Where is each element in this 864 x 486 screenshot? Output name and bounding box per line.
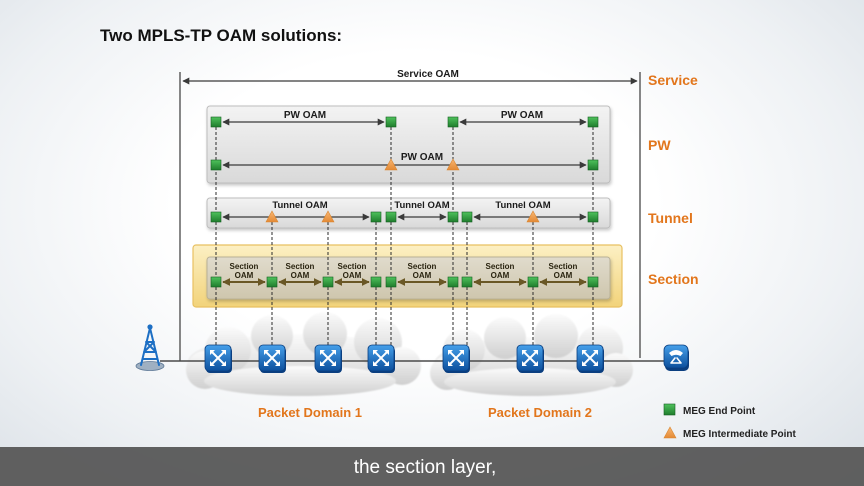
network-nodes <box>204 344 604 373</box>
meg-intermediate-point <box>384 158 398 171</box>
router-icon <box>258 344 286 373</box>
meg-end-point <box>322 276 334 288</box>
section-oam-label: Section <box>486 262 515 271</box>
meg-end-point <box>210 276 222 288</box>
tunnel-oam-label: Tunnel OAM <box>495 200 550 211</box>
section-oam-label: OAM <box>554 271 573 280</box>
router-icon <box>442 344 470 373</box>
meg-end-point <box>527 276 539 288</box>
legend-intermediate-point-marker <box>663 426 677 439</box>
section-oam-label: OAM <box>413 271 432 280</box>
meg-end-point <box>587 116 599 128</box>
section-oam-label: Section <box>549 262 578 271</box>
packet-domain-1-label: Packet Domain 1 <box>258 405 362 420</box>
router-icon <box>367 344 395 373</box>
meg-end-point <box>447 116 459 128</box>
meg-intermediate-point <box>265 210 279 223</box>
meg-end-point <box>447 276 459 288</box>
tunnel-layer-panel <box>206 197 611 229</box>
section-oam-label: OAM <box>291 271 310 280</box>
meg-intermediate-point <box>526 210 540 223</box>
router-icon <box>516 344 544 373</box>
meg-end-point <box>461 211 473 223</box>
router-icon <box>314 344 342 373</box>
meg-end-point <box>370 276 382 288</box>
section-oam-label: Section <box>230 262 259 271</box>
tunnel-oam-label: Tunnel OAM <box>394 200 449 211</box>
legend-end-point-marker <box>663 403 676 416</box>
pw-oam-label: PW OAM <box>401 152 443 163</box>
section-oam-label: Section <box>286 262 315 271</box>
section-oam-label: Section <box>408 262 437 271</box>
phone-icon <box>663 344 689 371</box>
subtitle-caption: the section layer, <box>354 457 497 478</box>
section-oam-label: OAM <box>235 271 254 280</box>
meg-end-point <box>210 211 222 223</box>
layer-label-service: Service <box>648 72 698 88</box>
section-oam-label: OAM <box>343 271 362 280</box>
meg-point-markers <box>210 116 599 288</box>
meg-end-point <box>587 159 599 171</box>
pw-oam-label: PW OAM <box>501 110 543 121</box>
antenna-tower-icon <box>135 324 165 371</box>
layer-label-pw: PW <box>648 137 671 153</box>
meg-end-point <box>587 211 599 223</box>
layer-label-section: Section <box>648 271 699 287</box>
meg-end-point <box>266 276 278 288</box>
packet-domain-2-label: Packet Domain 2 <box>488 405 592 420</box>
meg-end-point <box>385 211 397 223</box>
page-title: Two MPLS-TP OAM solutions: <box>100 26 342 45</box>
meg-end-point <box>385 276 397 288</box>
oam-arrows <box>222 118 587 286</box>
pw-layer-panel <box>206 105 611 184</box>
router-icon <box>204 344 232 373</box>
legend-intermediate-point-label: MEG Intermediate Point <box>683 429 796 440</box>
legend-end-point-label: MEG End Point <box>683 406 756 417</box>
meg-end-point <box>370 211 382 223</box>
legend: MEG End Point MEG Intermediate Point <box>663 403 796 440</box>
meg-intermediate-point <box>446 158 460 171</box>
router-icon <box>576 344 604 373</box>
pw-oam-label: PW OAM <box>284 110 326 121</box>
meg-end-point <box>210 116 222 128</box>
subtitle-bar <box>0 447 864 486</box>
layer-label-tunnel: Tunnel <box>648 210 693 226</box>
meg-end-point <box>210 159 222 171</box>
section-oam-label: OAM <box>491 271 510 280</box>
tunnel-oam-label: Tunnel OAM <box>272 200 327 211</box>
meg-intermediate-point <box>321 210 335 223</box>
meg-end-point <box>461 276 473 288</box>
service-oam-label: Service OAM <box>397 69 459 80</box>
section-oam-label: Section <box>338 262 367 271</box>
meg-end-point <box>385 116 397 128</box>
meg-end-point <box>447 211 459 223</box>
meg-end-point <box>587 276 599 288</box>
